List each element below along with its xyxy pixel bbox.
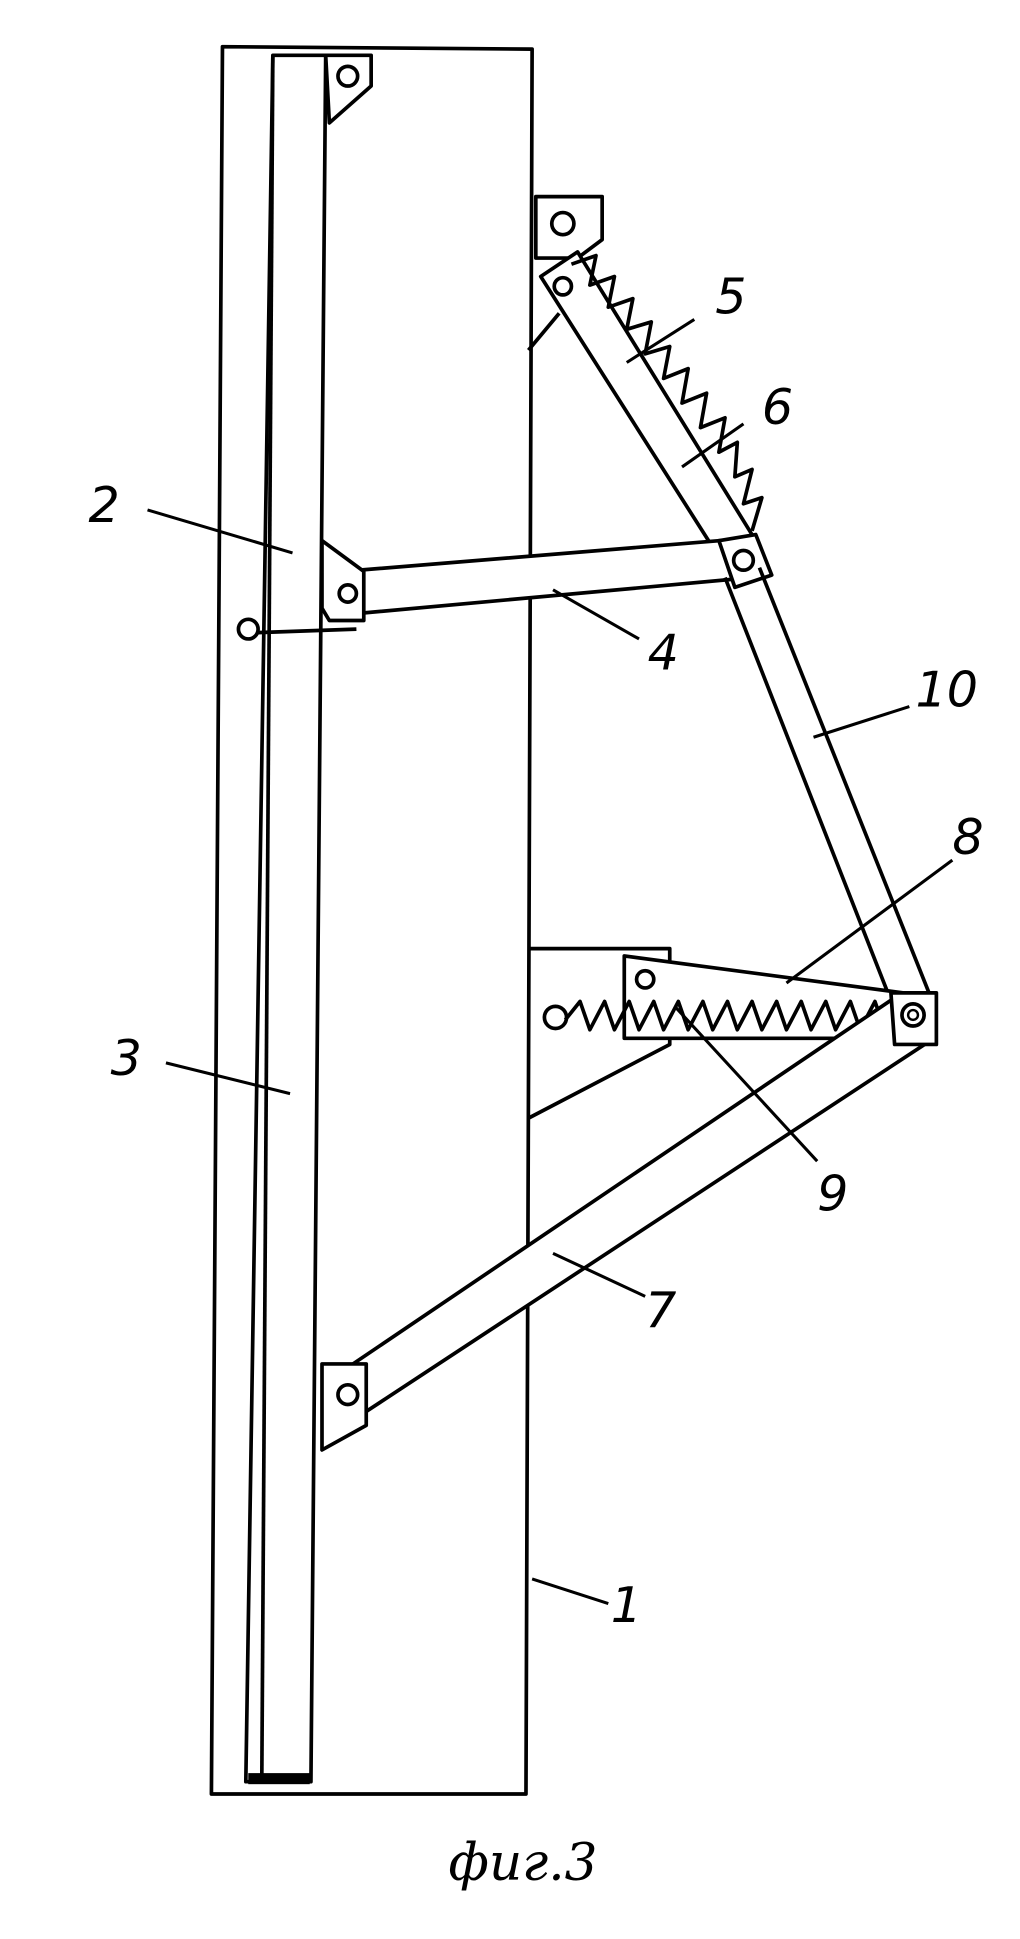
hinge-7	[320, 1362, 369, 1452]
panel-inner-edge	[259, 55, 275, 1782]
pivot-icon	[337, 583, 359, 604]
figure-caption: фиг.3	[449, 1833, 598, 1893]
label-1: 1	[611, 1576, 642, 1634]
label-2: 2	[89, 476, 120, 534]
label-4: 4	[648, 624, 679, 682]
panel-base	[248, 1773, 310, 1785]
link-10-left	[723, 576, 897, 1011]
link-4	[342, 536, 754, 617]
leader-lines	[147, 318, 954, 1606]
pivot-icon	[336, 64, 360, 88]
label-8: 8	[952, 808, 983, 866]
label-3: 3	[111, 1029, 142, 1087]
joint-plate	[717, 532, 774, 590]
pivot-icon	[906, 1008, 920, 1022]
pivot-icon	[549, 210, 576, 237]
label-5: 5	[715, 267, 746, 325]
spring-6	[570, 253, 764, 532]
pivot-icon	[900, 1002, 926, 1028]
pivot-icon	[731, 548, 756, 572]
spring-9	[563, 999, 902, 1032]
pivot-icon	[552, 275, 574, 297]
spring-anchor-icon	[542, 1004, 569, 1031]
pivot-icon	[336, 1382, 360, 1407]
label-7: 7	[645, 1281, 676, 1339]
label-6: 6	[762, 378, 793, 436]
hinge-4	[320, 538, 366, 623]
pull-rod	[251, 627, 357, 635]
upper-bracket	[533, 194, 605, 260]
panel-3	[243, 53, 328, 1784]
pivot-icon	[634, 968, 656, 990]
pin-icon	[236, 617, 260, 641]
label-10: 10	[915, 661, 978, 719]
link-10-right	[757, 567, 936, 1006]
frame-1	[209, 44, 534, 1796]
label-9: 9	[817, 1164, 848, 1222]
bracket-brace	[527, 312, 561, 352]
